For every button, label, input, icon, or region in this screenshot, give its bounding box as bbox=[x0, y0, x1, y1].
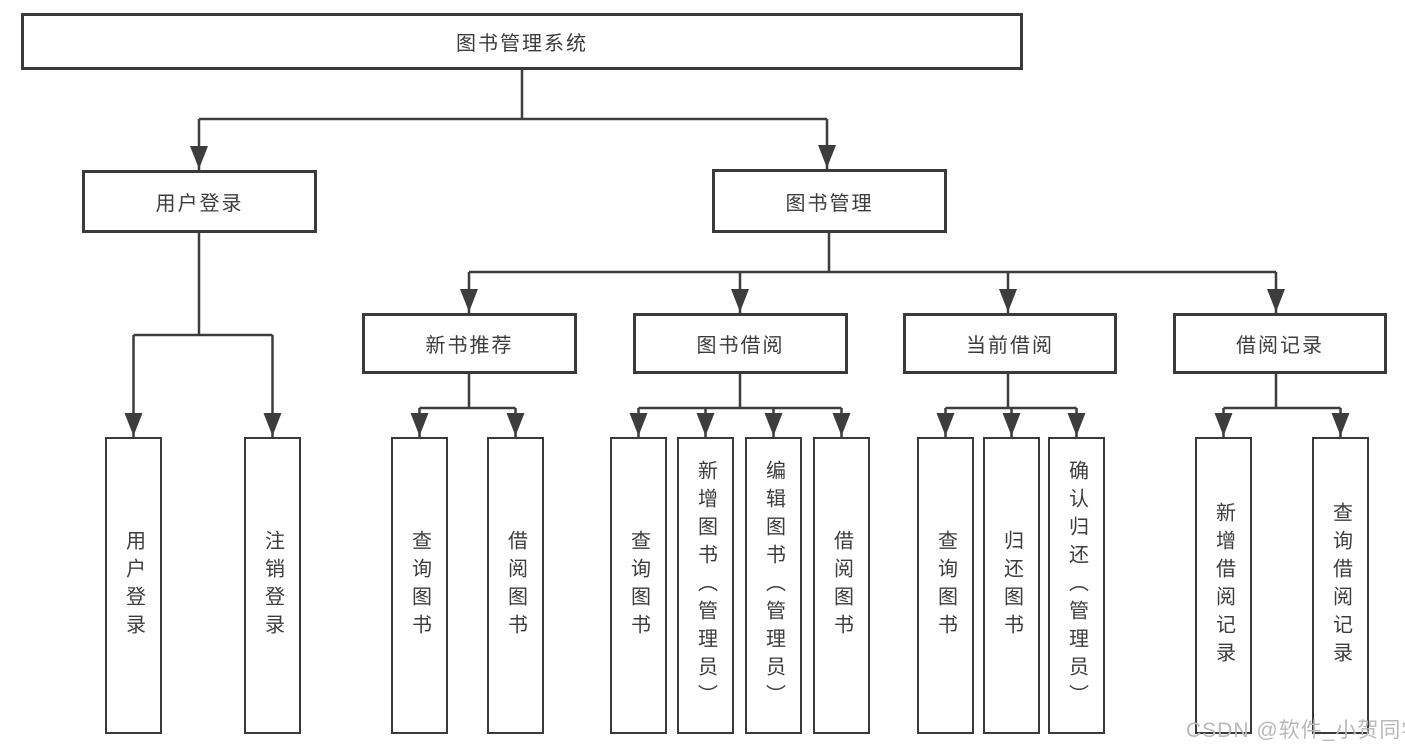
node-current-borrow-label: 当前借阅 bbox=[966, 335, 1054, 357]
connector-root-to-level2 bbox=[197, 69, 829, 170]
node-user-login: 用户登录 bbox=[82, 170, 317, 233]
csdn-watermark: CSDN @软件_小贺同学 bbox=[1186, 719, 1405, 742]
leaf-confirm-return-admin: 确认归还（管理员） bbox=[1048, 437, 1105, 734]
leaf-user-login-label: 用户登录 bbox=[122, 529, 145, 642]
node-user-login-label: 用户登录 bbox=[155, 193, 244, 215]
leaf-query-book-3-label: 查询图书 bbox=[934, 529, 957, 642]
leaf-edit-book-admin: 编辑图书（管理员） bbox=[745, 437, 802, 734]
leaf-return-book: 归还图书 bbox=[983, 437, 1040, 734]
node-book-management-label: 图书管理 bbox=[785, 192, 874, 215]
node-book-management: 图书管理 bbox=[712, 169, 947, 233]
node-root-system: 图书管理系统 bbox=[21, 13, 1023, 70]
arrowhead-icons bbox=[124, 145, 1350, 436]
node-book-borrow: 图书借阅 bbox=[633, 313, 848, 374]
leaf-borrow-book-1: 借阅图书 bbox=[487, 437, 544, 734]
leaf-borrow-book-1-label: 借阅图书 bbox=[504, 529, 527, 642]
node-borrow-record: 借阅记录 bbox=[1173, 313, 1387, 374]
leaf-query-borrow-record: 查询借阅记录 bbox=[1312, 437, 1369, 734]
leaf-query-book-1-label: 查询图书 bbox=[408, 529, 431, 642]
leaf-query-book-3: 查询图书 bbox=[917, 437, 974, 734]
leaf-add-book-admin-label: 新增图书（管理员） bbox=[694, 459, 717, 712]
leaf-return-book-label: 归还图书 bbox=[1000, 529, 1023, 642]
leaf-query-borrow-record-label: 查询借阅记录 bbox=[1329, 501, 1352, 670]
leaf-borrow-book-2-label: 借阅图书 bbox=[830, 529, 853, 642]
leaf-user-login: 用户登录 bbox=[105, 437, 162, 734]
node-book-borrow-label: 图书借阅 bbox=[696, 335, 785, 357]
node-root-label: 图书管理系统 bbox=[456, 33, 588, 55]
leaf-add-borrow-record-label: 新增借阅记录 bbox=[1212, 501, 1235, 670]
leaf-query-book-2-label: 查询图书 bbox=[627, 529, 650, 642]
node-borrow-record-label: 借阅记录 bbox=[1236, 335, 1324, 357]
connector-book-borrow-children bbox=[637, 374, 843, 437]
leaf-query-book-2: 查询图书 bbox=[610, 437, 667, 734]
leaf-query-book-1: 查询图书 bbox=[391, 437, 448, 734]
leaf-edit-book-admin-label: 编辑图书（管理员） bbox=[762, 459, 785, 712]
leaf-confirm-return-admin-label: 确认归还（管理员） bbox=[1065, 459, 1088, 712]
connector-user-login-children bbox=[132, 233, 274, 437]
leaf-borrow-book-2: 借阅图书 bbox=[813, 437, 870, 734]
node-current-borrow: 当前借阅 bbox=[903, 313, 1117, 374]
leaf-logout: 注销登录 bbox=[244, 437, 301, 734]
connector-borrow-record-children bbox=[1222, 374, 1342, 437]
node-new-book-recommend: 新书推荐 bbox=[362, 313, 577, 374]
connector-book-mgmt-to-level3 bbox=[467, 233, 1278, 313]
leaf-add-book-admin: 新增图书（管理员） bbox=[677, 437, 734, 734]
node-new-book-recommend-label: 新书推荐 bbox=[425, 335, 514, 357]
leaf-logout-label: 注销登录 bbox=[261, 529, 284, 642]
connector-new-book-children bbox=[418, 374, 517, 437]
leaf-add-borrow-record: 新增借阅记录 bbox=[1195, 437, 1252, 734]
